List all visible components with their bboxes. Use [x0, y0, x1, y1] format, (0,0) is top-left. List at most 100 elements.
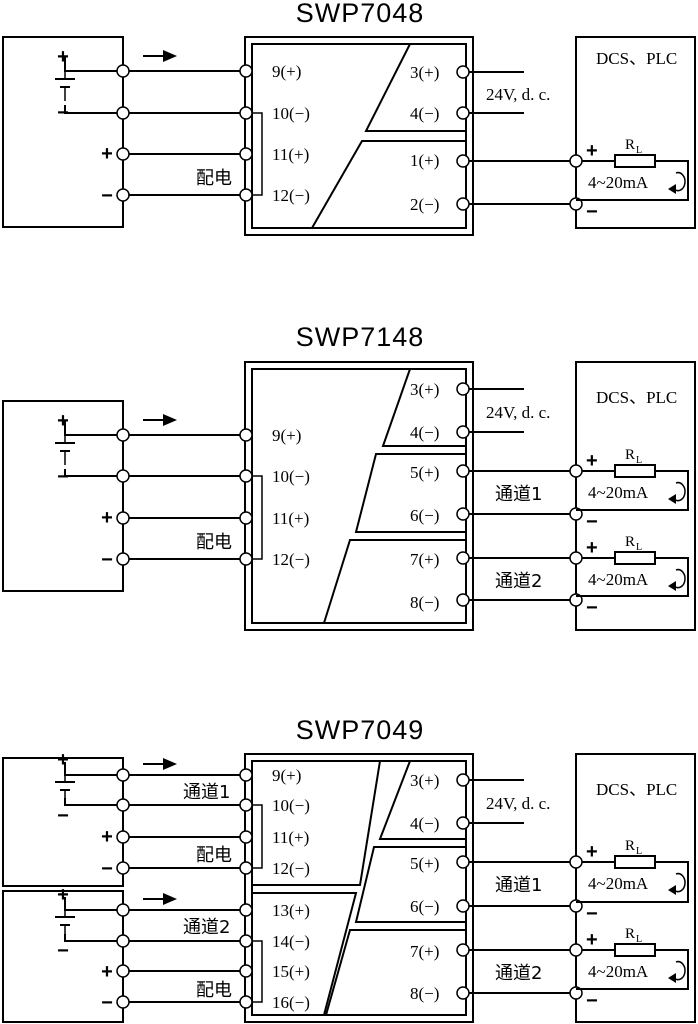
- isolation-barrier: [252, 760, 466, 886]
- diagram-title: SWP7148: [296, 322, 425, 352]
- diagram-title: SWP7049: [296, 715, 425, 745]
- output-terminal-label: 6(−): [410, 506, 439, 525]
- supply-voltage-label: 24V, d. c.: [486, 403, 550, 422]
- current-range-label: 4~20mA: [588, 874, 649, 893]
- field-terminal: [116, 934, 130, 948]
- current-range-label: 4~20mA: [588, 173, 649, 192]
- resistor-subscript: L: [636, 542, 642, 553]
- supply-terminal-label: 3(+): [410, 771, 439, 790]
- resistor-subscript: L: [636, 455, 642, 466]
- field-wire: [64, 57, 117, 72]
- resistor-rl: [614, 154, 656, 168]
- isolation-barrier: [354, 846, 466, 923]
- battery-plus-sign: +: [57, 410, 69, 432]
- loop-arrowhead-icon: [668, 885, 676, 895]
- arrow-icon: [163, 758, 177, 770]
- dcs-terminal-plus: [569, 855, 583, 869]
- dcs-minus-sign: −: [586, 201, 598, 223]
- field-terminal: [116, 64, 130, 78]
- field-terminal: [116, 995, 130, 1009]
- dcs-plc-box: [575, 361, 696, 631]
- input-terminal-label: 11(+): [272, 509, 309, 528]
- loop-arrowhead-icon: [668, 184, 676, 194]
- module-input-terminal: [239, 64, 253, 78]
- dcs-loop-wire: [576, 861, 689, 903]
- loop-arrowhead-icon: [668, 973, 676, 983]
- output-terminal-plus: [456, 943, 470, 957]
- battery-plus-sign: +: [57, 884, 69, 906]
- module-input-terminal: [239, 188, 253, 202]
- resistor-rl: [614, 551, 656, 565]
- isolation-barrier: [323, 539, 466, 624]
- field-terminal: [116, 511, 130, 525]
- resistor-subscript: L: [636, 934, 642, 945]
- current-range-label: 4~20mA: [588, 570, 649, 589]
- battery-minus-sign: −: [57, 466, 69, 488]
- isolation-barrier: [364, 43, 466, 132]
- battery-minus-sign: −: [57, 940, 69, 962]
- dcs-plus-sign: +: [586, 841, 598, 863]
- supply-terminal-plus: [456, 65, 470, 79]
- input-terminal-label: 10(−): [272, 104, 310, 123]
- module-input-terminal: [239, 798, 253, 812]
- output-terminal-label: 1(+): [410, 151, 439, 170]
- output-terminal-label: 2(−): [410, 195, 439, 214]
- loop-arrow-icon: [673, 171, 686, 192]
- loop-arrow-icon: [673, 872, 686, 893]
- module-input-terminal: [239, 469, 253, 483]
- module-inner-frame: [251, 368, 467, 624]
- input-terminal-label: 9(+): [272, 426, 301, 445]
- dcs-minus-sign: −: [586, 990, 598, 1012]
- input-channel-label: 通道1: [183, 782, 230, 803]
- output-terminal-label: 5(+): [410, 854, 439, 873]
- diagram-swp7049: SWP7049DCS、PLC9(+)10(−)11(+)12(−)13(+)14…: [2, 715, 696, 1023]
- resistor-subscript: L: [636, 846, 642, 857]
- battery-minus-sign: −: [57, 102, 69, 124]
- loop-arrow-icon: [673, 481, 686, 502]
- input-terminal-label: 13(+): [272, 901, 310, 920]
- field-wire: [64, 934, 117, 942]
- field-wire: [64, 469, 117, 477]
- loop-arrowhead-icon: [668, 494, 676, 504]
- dcs-minus-sign: −: [586, 903, 598, 925]
- field-terminal: [116, 106, 130, 120]
- output-terminal-minus: [456, 197, 470, 211]
- module-input-terminal: [239, 428, 253, 442]
- supply-terminal-label: 4(−): [410, 423, 439, 442]
- field-terminal: [116, 798, 130, 812]
- output-channel-label: 通道1: [495, 875, 542, 896]
- power-bridge: [252, 804, 263, 869]
- supply-terminal-plus: [456, 382, 470, 396]
- module-input-terminal: [239, 147, 253, 161]
- supply-voltage-label: 24V, d. c.: [486, 794, 550, 813]
- field-plus-sign: +: [101, 961, 113, 983]
- loop-arrow-icon: [673, 960, 686, 981]
- field-device-box: [2, 757, 124, 887]
- input-terminal-label: 9(+): [272, 766, 301, 785]
- field-plus-sign: +: [101, 143, 113, 165]
- dcs-plc-label: DCS、PLC: [596, 780, 677, 799]
- power-label: 配电: [196, 168, 232, 189]
- dcs-loop-wire: [576, 470, 689, 511]
- field-device-box: [2, 890, 124, 1023]
- module-outer-frame: [244, 753, 474, 1023]
- current-range-label: 4~20mA: [588, 962, 649, 981]
- resistor-label: R: [625, 447, 635, 463]
- input-terminal-label: 11(+): [272, 828, 309, 847]
- field-device-box: [2, 36, 124, 228]
- supply-terminal-plus: [456, 773, 470, 787]
- dcs-plc-label: DCS、PLC: [596, 388, 677, 407]
- supply-terminal-label: 3(+): [410, 63, 439, 82]
- field-minus-sign: −: [101, 858, 113, 880]
- field-wire: [64, 897, 117, 911]
- supply-terminal-label: 4(−): [410, 104, 439, 123]
- dcs-loop-wire: [576, 557, 689, 597]
- dcs-minus-sign: −: [586, 597, 598, 619]
- output-channel-label: 通道1: [495, 484, 542, 505]
- field-terminal: [116, 861, 130, 875]
- module-input-terminal: [239, 964, 253, 978]
- output-terminal-minus: [456, 986, 470, 1000]
- loop-arrow-icon: [673, 568, 686, 589]
- output-terminal-label: 7(+): [410, 942, 439, 961]
